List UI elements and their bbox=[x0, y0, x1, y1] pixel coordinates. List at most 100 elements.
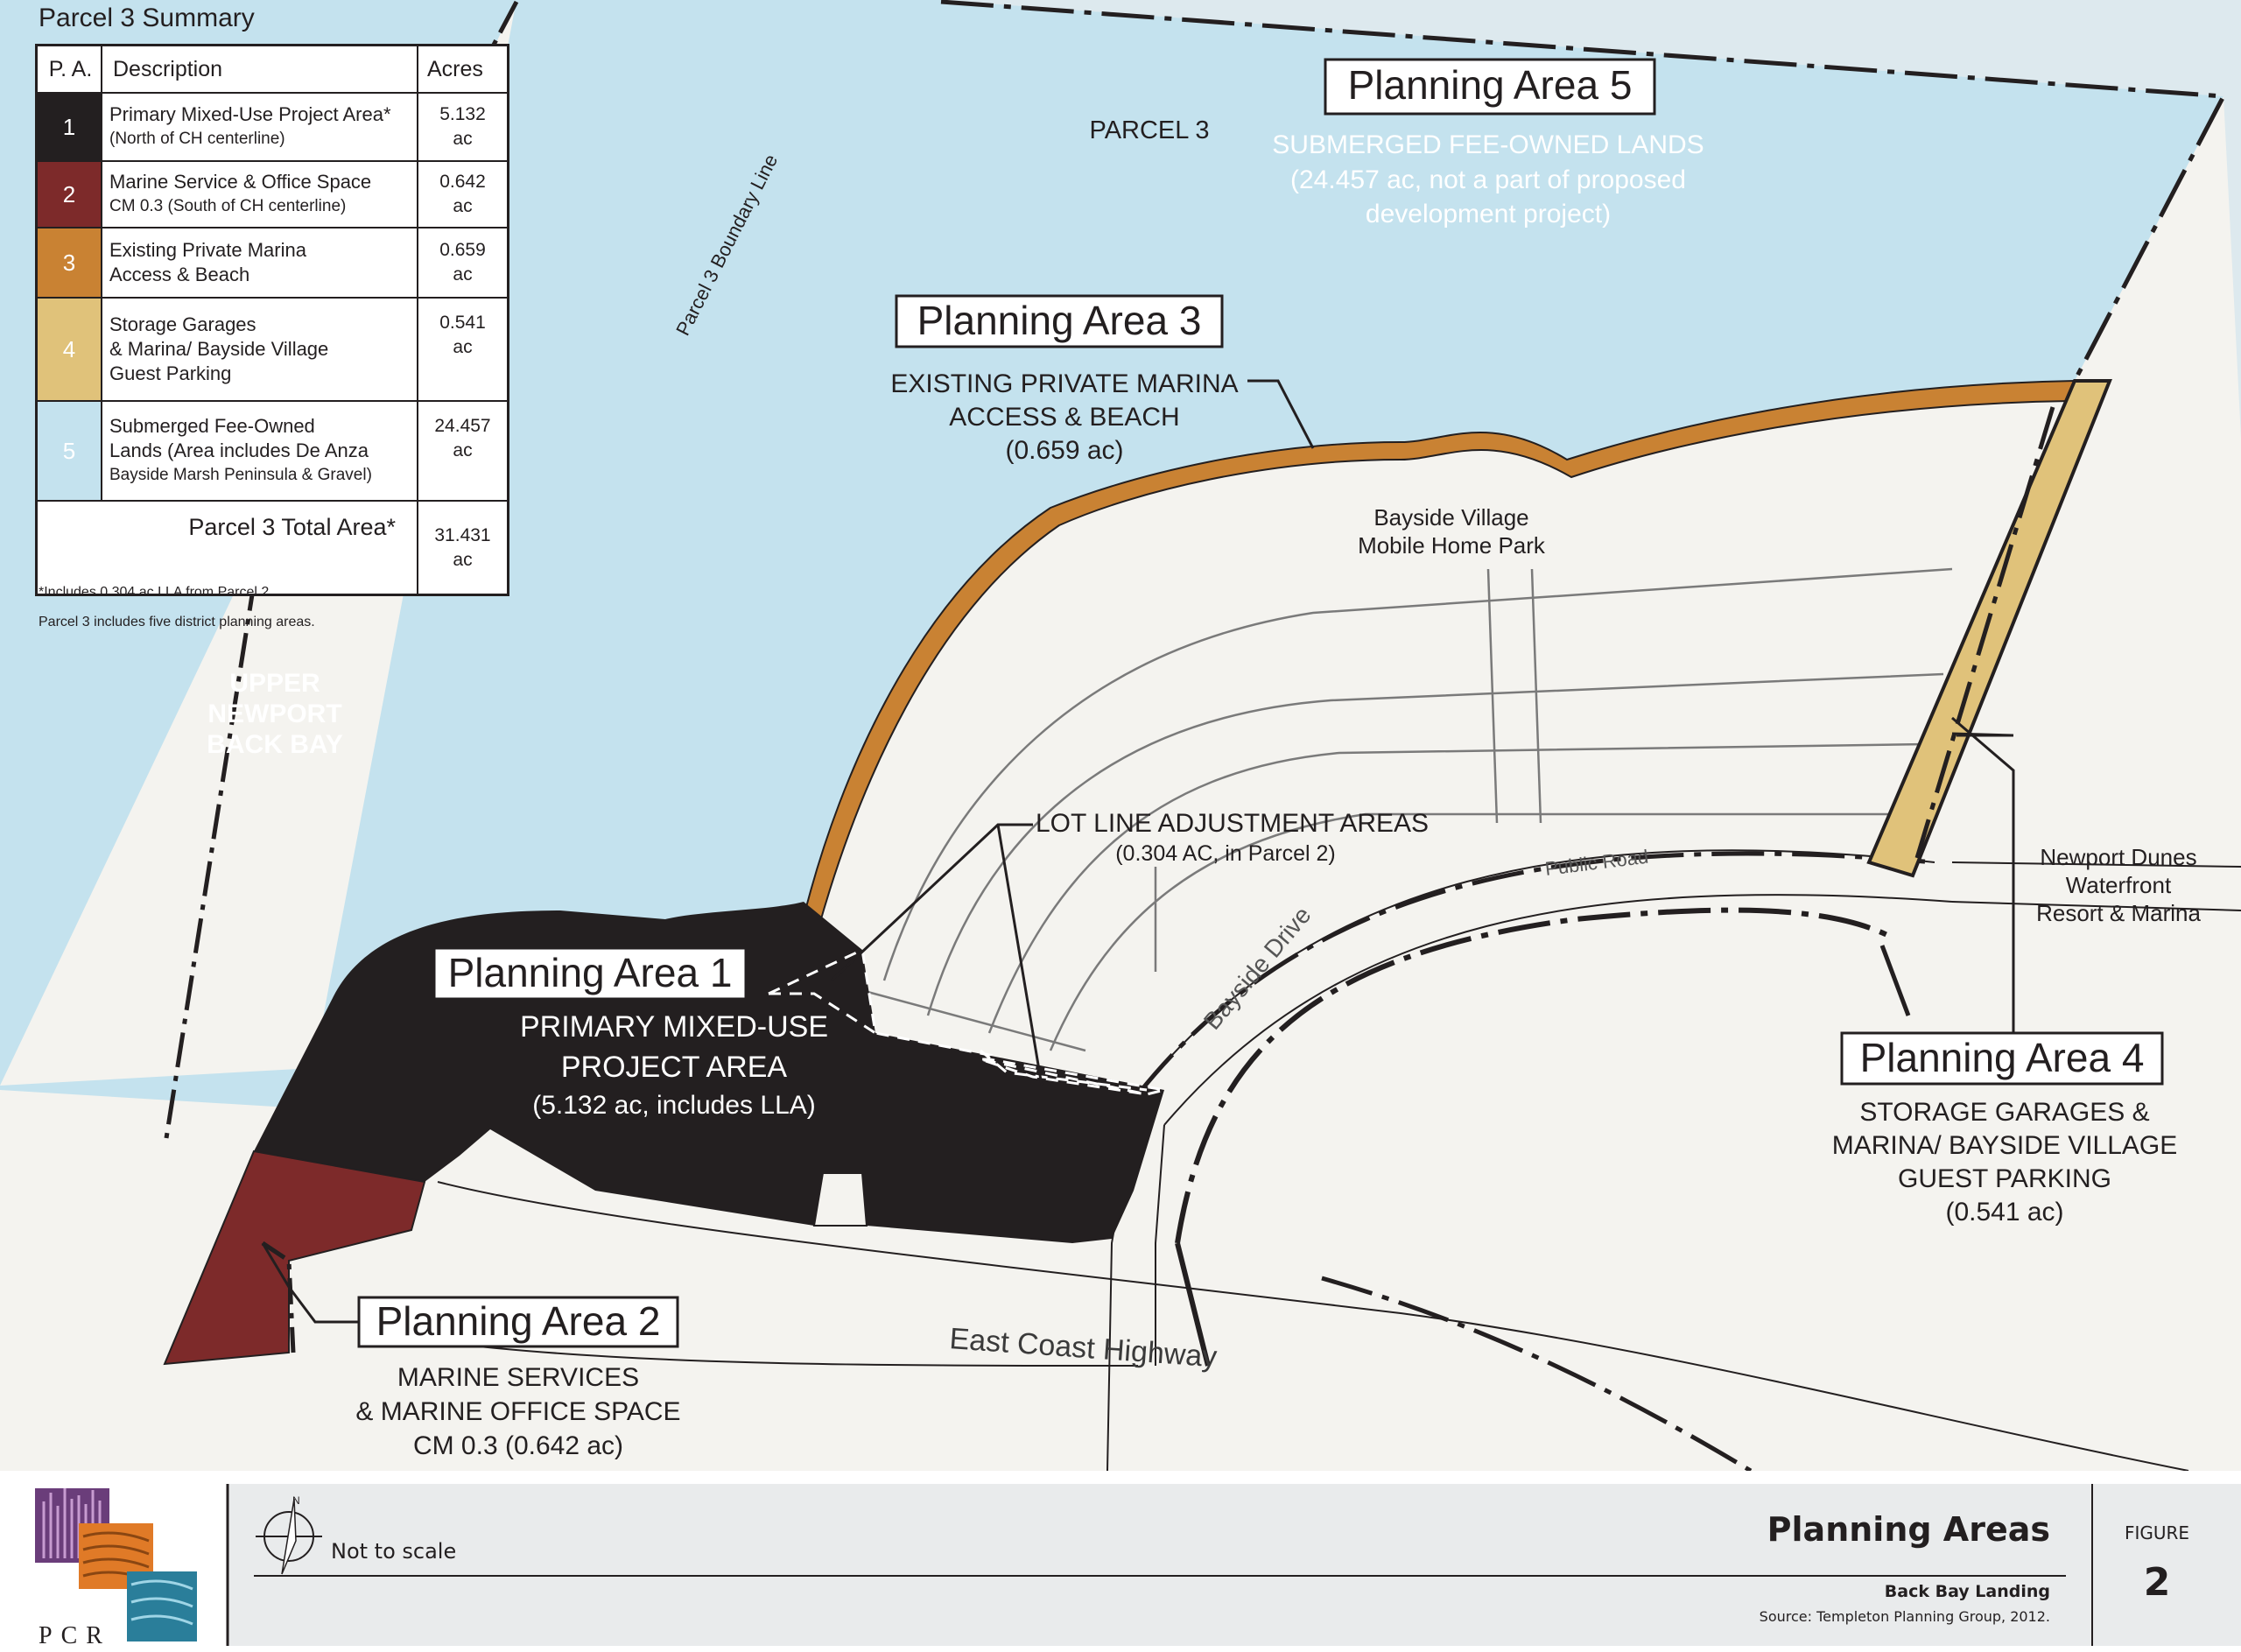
pa4-line2: MARINA/ BAYSIDE VILLAGE bbox=[1832, 1131, 2178, 1160]
scale-note: Not to scale bbox=[331, 1539, 456, 1564]
pa3-line3: (0.659 ac) bbox=[1005, 436, 1123, 465]
newport-dunes-line1: Newport Dunes bbox=[2040, 844, 2196, 870]
table-notes: *Includes 0.304 ac LLA from Parcel 2 Par… bbox=[39, 578, 315, 637]
figure-title: Planning Areas bbox=[1767, 1510, 2050, 1549]
table-header-row: P. A. Description Acres bbox=[35, 44, 509, 94]
row-desc-line1: Existing Private Marina bbox=[109, 239, 306, 261]
row-description: Submerged Fee-Owned Lands (Area includes… bbox=[101, 400, 418, 502]
row-pa-number: 4 bbox=[35, 297, 102, 402]
pa4-title: Planning Area 4 bbox=[1860, 1035, 2145, 1080]
row-desc-line1: Primary Mixed-Use Project Area* bbox=[109, 103, 391, 125]
row-desc-line1: Marine Service & Office Space bbox=[109, 171, 372, 193]
pa5-title: Planning Area 5 bbox=[1348, 62, 1633, 108]
pa3-title-box bbox=[895, 294, 1224, 348]
upper-bay-line2: NEWPORT bbox=[207, 699, 341, 728]
row-desc-line2: & Marina/ Bayside Village bbox=[109, 338, 329, 360]
row-description: Marine Service & Office Space CM 0.3 (So… bbox=[101, 160, 418, 228]
row-acres: 24.457 ac bbox=[417, 400, 509, 502]
north-label: N bbox=[292, 1494, 300, 1507]
newport-dunes-line2: Waterfront bbox=[2066, 872, 2172, 898]
row-acres-unit: ac bbox=[453, 440, 473, 460]
header-acres: Acres bbox=[417, 44, 509, 94]
pa1-line3: (5.132 ac, includes LLA) bbox=[532, 1091, 816, 1120]
lot-line-adjustment-areas-dashed bbox=[768, 947, 1165, 1096]
row-pa-number: 5 bbox=[35, 400, 102, 502]
mobile-home-park-roads bbox=[857, 567, 1953, 1052]
row-acres-unit: ac bbox=[453, 264, 473, 285]
row-acres: 5.132 ac bbox=[417, 92, 509, 162]
table-row: 2 Marine Service & Office Space CM 0.3 (… bbox=[35, 160, 509, 228]
figure-label: FIGURE bbox=[2125, 1522, 2189, 1543]
pa2-boundary bbox=[261, 1241, 296, 1353]
building-notch bbox=[812, 1172, 868, 1227]
row-desc-line3: Guest Parking bbox=[109, 362, 232, 384]
pcr-logo: PCR bbox=[35, 1488, 197, 1649]
row-acres-unit: ac bbox=[453, 129, 473, 149]
row-desc-line2: Lands (Area includes De Anza bbox=[109, 439, 369, 461]
public-road-boundary bbox=[1136, 851, 1935, 1096]
parcel-summary-table: P. A. Description Acres 1 Primary Mixed-… bbox=[35, 44, 509, 596]
bayside-drive-boundary-curb bbox=[1175, 907, 1893, 1244]
row-acres: 0.659 ac bbox=[417, 227, 509, 299]
pa2-line3: CM 0.3 (0.642 ac) bbox=[413, 1431, 623, 1460]
row-acres: 0.541 ac bbox=[417, 297, 509, 402]
row-acres-value: 0.642 bbox=[439, 172, 486, 192]
planning-area-4-strip bbox=[1866, 379, 2112, 878]
pa4-title-box bbox=[1840, 1031, 2164, 1086]
row-description: Primary Mixed-Use Project Area* (North o… bbox=[101, 92, 418, 162]
pcr-logo-text: PCR bbox=[39, 1622, 111, 1649]
pa4-line3: GUEST PARKING bbox=[1898, 1164, 2111, 1193]
figure-number: 2 bbox=[2144, 1560, 2171, 1605]
bayside-village-line1: Bayside Village bbox=[1373, 504, 1528, 531]
table-row: 4 Storage Garages & Marina/ Bayside Vill… bbox=[35, 297, 509, 402]
row-pa-number: 3 bbox=[35, 227, 102, 299]
pa1-line1: PRIMARY MIXED-USE bbox=[520, 1010, 828, 1044]
pa5-title-box bbox=[1324, 58, 1656, 116]
pa4-line1: STORAGE GARAGES & bbox=[1859, 1098, 2149, 1127]
lla-line2: (0.304 AC, in Parcel 2) bbox=[1115, 841, 1336, 866]
total-acres-unit: ac bbox=[453, 549, 473, 570]
row-desc-line2: (North of CH centerline) bbox=[109, 130, 285, 148]
note-lla: *Includes 0.304 ac LLA from Parcel 2 bbox=[39, 585, 270, 600]
water-outer-east bbox=[941, 0, 2241, 438]
row-acres: 0.642 ac bbox=[417, 160, 509, 228]
row-acres-unit: ac bbox=[453, 337, 473, 357]
pa5-line2: (24.457 ac, not a part of proposed bbox=[1290, 165, 1686, 194]
pa5-line1: SUBMERGED FEE-OWNED LANDS bbox=[1272, 130, 1704, 159]
row-pa-number: 2 bbox=[35, 160, 102, 228]
row-desc-line2: Access & Beach bbox=[109, 264, 250, 285]
summary-title: Parcel 3 Summary bbox=[39, 4, 255, 32]
row-acres-value: 24.457 bbox=[434, 416, 491, 436]
table-row: 1 Primary Mixed-Use Project Area* (North… bbox=[35, 92, 509, 162]
pa2-title-box bbox=[357, 1296, 679, 1348]
lla-dashed-2 bbox=[980, 1049, 1148, 1092]
title-block-panel bbox=[228, 1484, 2241, 1646]
note-planning-areas: Parcel 3 includes five district planning… bbox=[39, 615, 315, 629]
lla-line1: LOT LINE ADJUSTMENT AREAS bbox=[1036, 809, 1429, 838]
pa3-line1: EXISTING PRIVATE MARINA bbox=[890, 369, 1238, 398]
row-pa-number: 1 bbox=[35, 92, 102, 162]
newport-dunes-land bbox=[1838, 455, 2241, 1471]
planning-area-5-submerged-lands bbox=[289, 0, 2223, 1107]
pa3-title: Planning Area 3 bbox=[917, 298, 1202, 343]
upper-bay-line3: BACK BAY bbox=[207, 730, 343, 759]
planning-area-4-inner-boundary bbox=[1914, 406, 2055, 859]
pa4-line4: (0.541 ac) bbox=[1945, 1198, 2063, 1227]
boundary-east-stub bbox=[1879, 945, 1911, 1016]
row-acres-value: 5.132 bbox=[439, 104, 486, 124]
pa5-line3: development project) bbox=[1366, 200, 1611, 228]
upper-bay-line1: UPPER bbox=[229, 669, 320, 698]
pa1-title-box bbox=[432, 946, 748, 1001]
project-name: Back Bay Landing bbox=[1885, 1582, 2050, 1601]
pa3-line2: ACCESS & BEACH bbox=[949, 403, 1179, 432]
boundary-south-east bbox=[1321, 1276, 1753, 1473]
leader-lines bbox=[261, 379, 2015, 1324]
pa2-line1: MARINE SERVICES bbox=[397, 1363, 639, 1392]
table-row: 5 Submerged Fee-Owned Lands (Area includ… bbox=[35, 400, 509, 502]
header-description: Description bbox=[101, 44, 418, 94]
pa2-line2: & MARINE OFFICE SPACE bbox=[355, 1397, 680, 1426]
planning-area-2 bbox=[163, 1149, 426, 1366]
water-edge bbox=[0, 1068, 313, 1107]
table-total-row: Parcel 3 Total Area* 31.431 ac bbox=[35, 500, 509, 596]
row-desc-line1: Storage Garages bbox=[109, 313, 256, 335]
